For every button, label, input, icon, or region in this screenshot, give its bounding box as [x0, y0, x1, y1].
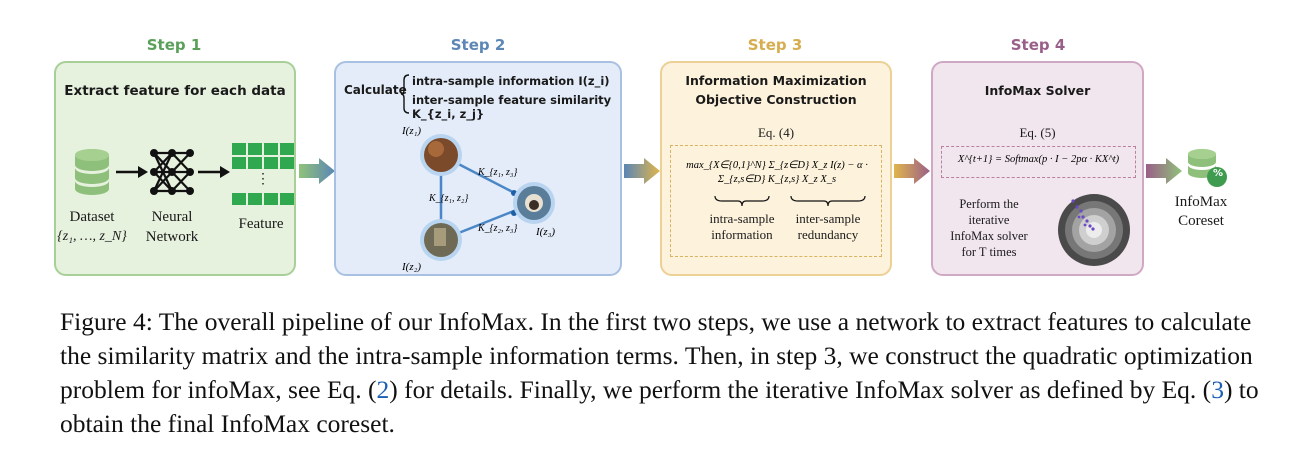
feature-label: Feature [238, 216, 284, 232]
coreset-database-icon [1188, 149, 1227, 187]
solver-desc-line1: Perform the [959, 197, 1019, 211]
brace-inter-label-2: redundancy [797, 227, 859, 242]
curly-brace-icon [400, 74, 410, 114]
equation-5-label: Eq. (5) [1019, 125, 1056, 140]
edge-23-label: K_{z₂, z₃} [478, 223, 518, 234]
neural-network-icon [150, 149, 194, 195]
calculate-label: Calculate [344, 83, 407, 97]
arrow-right-icon [116, 166, 148, 178]
inter-sample-line: inter-sample feature similarity K_{z_i, … [412, 93, 612, 121]
step-arrow-icon [1146, 158, 1182, 184]
solver-desc-line4: for T times [961, 245, 1017, 259]
feature-matrix-icon [232, 143, 294, 205]
brace-intra-label-2: information [711, 227, 773, 242]
solver-desc-line3: InfoMax solver [950, 229, 1028, 243]
brace-intra-icon [714, 195, 770, 207]
dataset-label: Dataset [69, 209, 115, 225]
step-3-title: Step 3 [747, 36, 803, 54]
node-2-label: I(z₂) [402, 261, 422, 273]
step-1-title: Step 1 [146, 36, 202, 54]
step-arrow-icon [299, 158, 335, 184]
caption-ref-eq3[interactable]: 3 [1211, 375, 1224, 404]
percent-badge: % [1212, 168, 1224, 179]
panel-1-title: Extract feature for each data [64, 83, 286, 99]
caption-text-2: ) for details. Finally, we perform the i… [389, 375, 1212, 404]
equation-4-label: Eq. (4) [757, 125, 795, 140]
similarity-graph [420, 134, 555, 261]
brace-intra-label-1: intra-sample [709, 211, 775, 226]
step-3-panel: Information Maximization Objective Const… [660, 61, 892, 276]
objective-formula: max_{X∈{0,1}^N} Σ_{z∈D} X_z I(z) − α · Σ… [686, 160, 868, 185]
solver-formula: X^{t+1} = Softmax(p · I − 2pα · KX^t) [957, 154, 1120, 165]
coreset-label-line2: Coreset [1178, 213, 1224, 229]
arrow-right-icon [198, 166, 230, 178]
caption-text-3: ) to obtain the final InfoMax coreset. [60, 375, 1259, 438]
feature-ellipsis: ⋮ [256, 172, 270, 187]
caption-text-1: Figure 4: The overall pipeline of our In… [60, 307, 1253, 404]
figure-caption: Figure 4: The overall pipeline of our In… [60, 305, 1260, 441]
coreset-label-line1: InfoMax [1174, 194, 1228, 210]
step-2-title: Step 2 [450, 36, 506, 54]
caption-ref-eq2[interactable]: 2 [376, 375, 390, 404]
solver-formula-box [941, 146, 1136, 178]
database-icon [75, 149, 109, 195]
node-1-label: I(z₁) [402, 125, 422, 137]
edge-12-label: K_{z₁, z₂} [429, 193, 469, 204]
panel-4-title: InfoMax Solver [984, 83, 1091, 98]
edge-13-label: K_{z₁, z₃} [478, 167, 518, 178]
panel-3-title-line2: Objective Construction [695, 92, 857, 107]
step-2-panel: Calculate intra-sample information I(z_i… [334, 61, 622, 276]
intra-sample-line: intra-sample information I(z_i) [412, 74, 610, 88]
network-label-line1: Neural [151, 209, 193, 225]
step-4-panel: InfoMax Solver Eq. (5) X^{t+1} = Softmax… [931, 61, 1144, 276]
step-1-panel: Extract feature for each data [54, 61, 296, 276]
brace-inter-icon [790, 195, 866, 207]
objective-box [670, 145, 882, 257]
step-arrow-icon [894, 158, 930, 184]
step-4-title: Step 4 [1010, 36, 1066, 54]
network-label-line2: Network [145, 229, 199, 245]
dataset-set-label: {z₁, …, z_N} [57, 229, 127, 244]
solver-desc-line2: iterative [968, 213, 1010, 227]
optimization-target-icon [1058, 194, 1130, 266]
step-arrow-icon [624, 158, 660, 184]
node-3-label: I(z₃) [536, 226, 556, 238]
panel-3-title-line1: Information Maximization [685, 73, 867, 88]
brace-inter-label-1: inter-sample [795, 211, 861, 226]
